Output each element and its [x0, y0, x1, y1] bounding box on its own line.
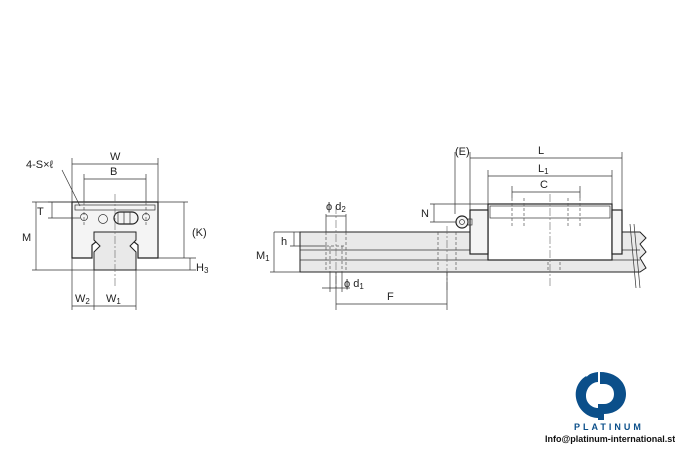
label-h: h	[281, 236, 287, 248]
grease-nipple	[455, 215, 469, 229]
label-c: C	[540, 179, 548, 191]
platinum-logo: PLATINUM	[574, 367, 644, 432]
label-m: M	[22, 232, 31, 244]
label-l: L	[538, 145, 544, 157]
brand-email: Info@platinum-international.store	[545, 434, 675, 444]
label-w: W	[110, 151, 121, 163]
front-view: W B 4-S×ℓ T M (K) H3 W2 W1	[22, 151, 209, 310]
label-w1: W1	[106, 293, 121, 306]
label-e: (E)	[455, 146, 470, 158]
label-b: B	[110, 166, 117, 178]
label-m1: M1	[256, 250, 270, 263]
label-l1: L1	[538, 163, 549, 176]
label-w2: W2	[75, 293, 90, 306]
label-screw: 4-S×ℓ	[26, 159, 54, 171]
label-f: F	[387, 291, 394, 303]
label-t: T	[37, 206, 44, 218]
label-d1: ϕ d1	[344, 278, 364, 291]
brand-name: PLATINUM	[574, 422, 644, 432]
side-view: (E) L L1 C N ϕ d2 h M1	[256, 145, 647, 310]
label-k: (K)	[192, 227, 207, 239]
label-n: N	[421, 208, 429, 220]
label-d2: ϕ d2	[326, 201, 346, 214]
label-h3: H3	[196, 262, 209, 275]
